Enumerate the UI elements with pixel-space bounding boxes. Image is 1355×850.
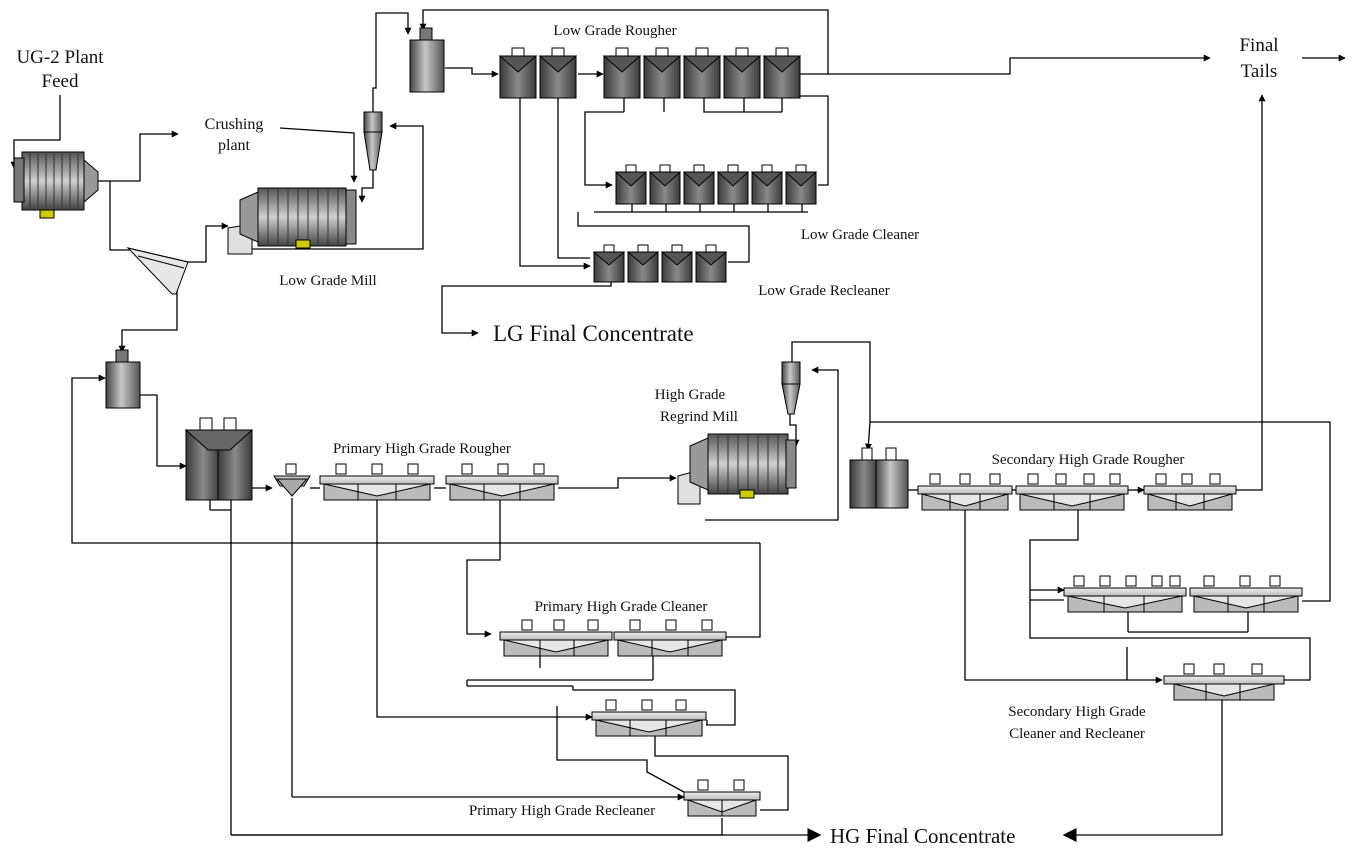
phg-rougher-bank bbox=[273, 463, 559, 501]
plant-feed-label-2: Feed bbox=[42, 71, 79, 92]
lg-surge-tank-icon bbox=[409, 27, 445, 93]
low-grade-rougher-label: Low Grade Rougher bbox=[553, 23, 676, 39]
lg-cyclone-icon bbox=[363, 111, 383, 171]
plant-feed-label-1: UG-2 Plant bbox=[16, 47, 104, 68]
hg-regrind-mill-label-2: Regrind Mill bbox=[660, 409, 738, 425]
secondary-hg-cr-label-1: Secondary High Grade bbox=[1008, 704, 1146, 720]
final-tails-label-1: Final bbox=[1239, 35, 1278, 56]
shg-conditioner-icon bbox=[849, 447, 909, 509]
crushing-plant-label-2: plant bbox=[218, 137, 251, 154]
flow-lines bbox=[10, 9, 1346, 842]
lg-recleaner-bank bbox=[592, 244, 728, 283]
shg-rougher-bank bbox=[917, 473, 1237, 511]
labels: UG-2 Plant Feed Crushing plant Low Grade… bbox=[16, 23, 1278, 848]
secondary-hg-rougher-label: Secondary High Grade Rougher bbox=[992, 452, 1185, 468]
hg-cyclone-icon bbox=[781, 361, 801, 415]
low-grade-mill-label: Low Grade Mill bbox=[279, 273, 376, 289]
phg-recleaner-bank bbox=[683, 779, 761, 817]
low-grade-recleaner-label: Low Grade Recleaner bbox=[758, 283, 890, 299]
primary-hg-recleaner-label: Primary High Grade Recleaner bbox=[469, 803, 655, 819]
shg-cleaner-bank bbox=[1063, 575, 1303, 613]
screen-icon bbox=[126, 247, 189, 295]
phg-cleaner-bank bbox=[499, 619, 727, 657]
low-grade-cleaner-label: Low Grade Cleaner bbox=[801, 227, 919, 243]
primary-hg-rougher-label: Primary High Grade Rougher bbox=[333, 441, 511, 457]
hg-final-concentrate-label: HG Final Concentrate bbox=[830, 824, 1015, 848]
primary-hg-cleaner-label: Primary High Grade Cleaner bbox=[535, 599, 708, 615]
shg-recleaner-bank bbox=[1163, 663, 1285, 701]
primary-mill-icon bbox=[13, 151, 99, 219]
crushing-plant-label-1: Crushing bbox=[205, 116, 264, 133]
lg-cleaner-bank bbox=[614, 164, 818, 205]
hg-regrind-mill-icon bbox=[677, 433, 797, 505]
phg-cleaner2-bank bbox=[591, 699, 707, 737]
hg-regrind-mill-label-1: High Grade bbox=[655, 387, 726, 403]
low-grade-mill-icon bbox=[227, 187, 357, 255]
lg-final-concentrate-label: LG Final Concentrate bbox=[493, 321, 694, 346]
secondary-hg-cr-label-2: Cleaner and Recleaner bbox=[1009, 726, 1145, 742]
lg-rougher-bank bbox=[498, 47, 802, 99]
final-tails-label-2: Tails bbox=[1241, 61, 1278, 82]
phg-conditioner-icon bbox=[184, 417, 254, 501]
hg-surge-tank-icon bbox=[105, 349, 141, 409]
